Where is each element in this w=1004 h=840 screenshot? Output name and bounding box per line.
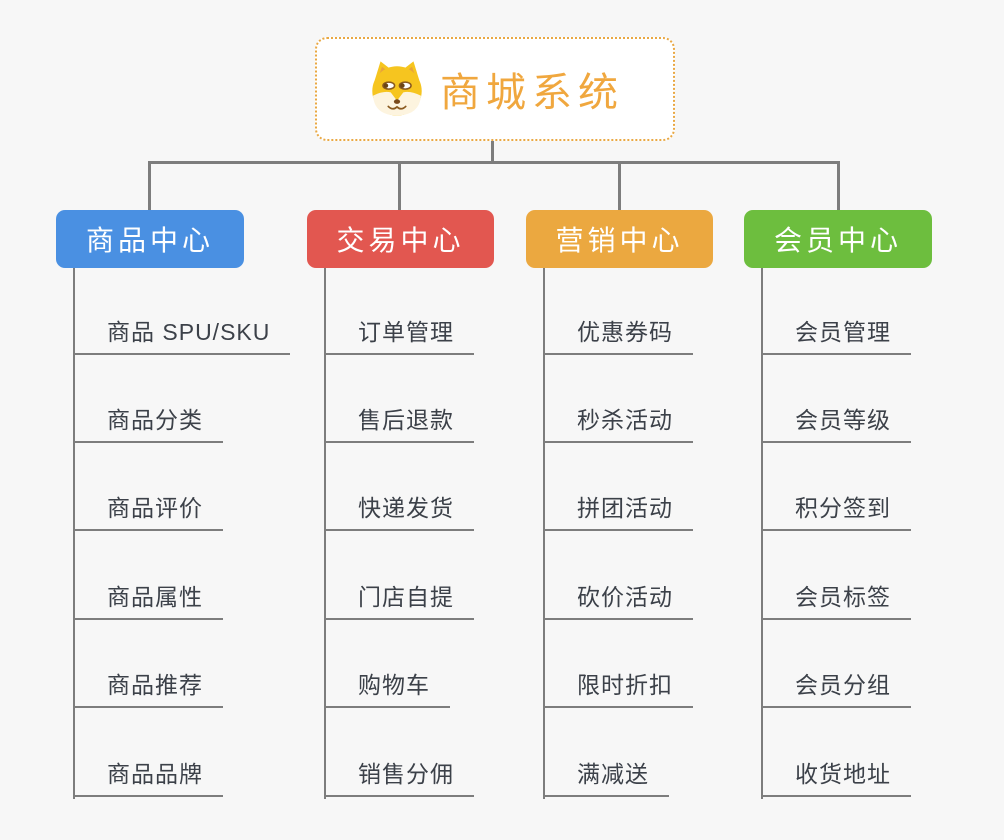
leaf-node[interactable]: 订单管理 bbox=[324, 319, 474, 355]
leaf-node[interactable]: 商品属性 bbox=[73, 584, 223, 620]
connector-root-drop bbox=[491, 141, 494, 163]
leaf-node[interactable]: 会员等级 bbox=[761, 407, 911, 443]
connector-drop-member bbox=[837, 161, 840, 210]
connector-drop-trade bbox=[398, 161, 401, 210]
root-title: 商城系统 bbox=[440, 71, 624, 115]
shiba-dog-icon bbox=[366, 58, 428, 120]
leaf-node[interactable]: 秒杀活动 bbox=[543, 407, 693, 443]
leaf-node[interactable]: 商品分类 bbox=[73, 407, 223, 443]
leaf-node[interactable]: 商品推荐 bbox=[73, 672, 223, 708]
root-node[interactable]: 商城系统 bbox=[315, 37, 675, 141]
trunk-marketing-center bbox=[543, 268, 545, 799]
connector-drop-product bbox=[148, 161, 151, 210]
leaf-node[interactable]: 售后退款 bbox=[324, 407, 474, 443]
branch-node-marketing-center[interactable]: 营销中心 bbox=[526, 210, 713, 268]
leaf-node[interactable]: 满减送 bbox=[543, 761, 669, 797]
connector-drop-marketing bbox=[618, 161, 621, 210]
leaf-node[interactable]: 会员标签 bbox=[761, 584, 911, 620]
leaf-node[interactable]: 商品品牌 bbox=[73, 761, 223, 797]
leaf-node[interactable]: 会员分组 bbox=[761, 672, 911, 708]
leaf-node[interactable]: 优惠券码 bbox=[543, 319, 693, 355]
leaf-node[interactable]: 会员管理 bbox=[761, 319, 911, 355]
branch-node-member-center[interactable]: 会员中心 bbox=[744, 210, 932, 268]
leaf-node[interactable]: 拼团活动 bbox=[543, 495, 693, 531]
branch-node-product-center[interactable]: 商品中心 bbox=[56, 210, 244, 268]
leaf-node[interactable]: 限时折扣 bbox=[543, 672, 693, 708]
trunk-product-center bbox=[73, 268, 75, 799]
leaf-node[interactable]: 门店自提 bbox=[324, 584, 474, 620]
leaf-node[interactable]: 商品评价 bbox=[73, 495, 223, 531]
leaf-node[interactable]: 快递发货 bbox=[324, 495, 474, 531]
leaf-node[interactable]: 积分签到 bbox=[761, 495, 911, 531]
branch-node-trade-center[interactable]: 交易中心 bbox=[307, 210, 494, 268]
leaf-node[interactable]: 砍价活动 bbox=[543, 584, 693, 620]
trunk-member-center bbox=[761, 268, 763, 799]
trunk-trade-center bbox=[324, 268, 326, 799]
leaf-node[interactable]: 收货地址 bbox=[761, 761, 911, 797]
leaf-node[interactable]: 销售分佣 bbox=[324, 761, 474, 797]
leaf-node[interactable]: 商品 SPU/SKU bbox=[73, 319, 291, 355]
leaf-node[interactable]: 购物车 bbox=[324, 672, 450, 708]
connector-horizontal bbox=[148, 161, 840, 164]
